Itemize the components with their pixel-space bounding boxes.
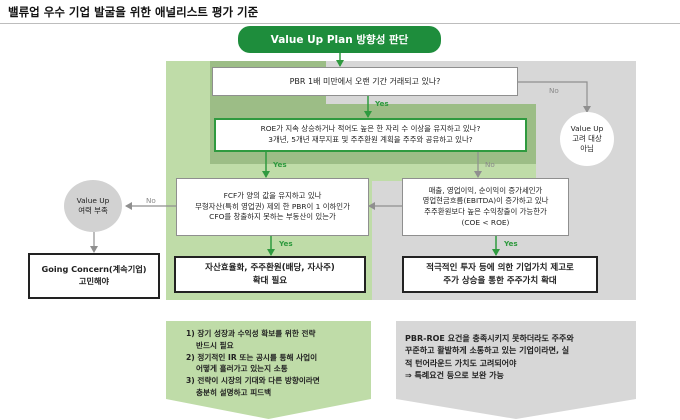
question-fcf-box: FCF가 양의 값을 유지하고 있나 무형자산(특히 영업권) 제외 한 PBR…: [176, 178, 369, 236]
recommendation-item-cont: 어떻게 흘러가고 있는지 소통: [196, 364, 288, 374]
value-up-lacking-circle: Value Up 여력 부족: [64, 180, 122, 232]
recommendation-item: 2) 정기적인 IR 또는 공시를 통해 사업이: [186, 352, 318, 362]
question-pbr-text: PBR 1배 미만에서 오랜 기간 거래되고 있나?: [289, 76, 441, 86]
going-concern-line: Going Concern(계속기업): [41, 264, 147, 275]
result-line: 확대 필요: [252, 275, 288, 286]
question-growth-line: (COE < ROE): [461, 217, 510, 227]
question-growth-line: 주주환원보다 높은 수익창출이 가능한가: [424, 207, 547, 216]
no-label-q2: No: [485, 160, 495, 169]
note-line: 꾸준하고 활발하게 소통하고 있는 기업이라면, 실: [405, 346, 570, 356]
recommendation-item: 3) 전략이 시장의 기대와 다른 방향이라면: [186, 376, 320, 386]
circle-text: 여력 부족: [78, 206, 108, 215]
note-line: PBR-ROE 요건을 충족시키지 못하더라도 주주와: [405, 334, 574, 343]
result-line: 적극적인 투자 등에 의한 기업가치 제고로: [426, 262, 574, 273]
going-concern-box: Going Concern(계속기업) 고민해야: [28, 253, 160, 299]
yes-label-q3: Yes: [279, 239, 293, 248]
going-concern-line: 고민해야: [78, 276, 110, 286]
note-line: ⇒ 특례요건 등으로 보완 가능: [405, 371, 504, 381]
question-pbr-box: PBR 1배 미만에서 오랜 기간 거래되고 있나?: [212, 67, 518, 96]
question-roe-line: ROE가 지속 상승하거나 적어도 높은 한 자리 수 이상을 유지하고 있나?: [260, 124, 481, 134]
circle-text: 고려 대상: [572, 134, 602, 143]
result-asset-efficiency-box: 자산효율화, 주주환원(배당, 자사주) 확대 필요: [174, 256, 366, 293]
not-value-up-circle: Value Up 고려 대상 아님: [560, 112, 614, 166]
bottom-right-pentagon: [396, 321, 636, 419]
title-divider: [0, 23, 680, 24]
result-investment-box: 적극적인 투자 등에 의한 기업가치 제고로 주가 상승을 통한 주주가치 확대: [402, 256, 598, 293]
yes-label-q1: Yes: [375, 99, 389, 108]
circle-text: Value Up: [570, 124, 604, 134]
circle-text: 아님: [580, 143, 594, 153]
question-roe-box: ROE가 지속 상승하거나 적어도 높은 한 자리 수 이상을 유지하고 있나?…: [214, 118, 527, 152]
arrow-q1-no: [518, 81, 591, 113]
question-growth-box: 매출, 영업이익, 순이익이 증가세인가 영업현금흐름(EBITDA)이 증가하…: [402, 178, 569, 236]
diagram-title: 밸류업 우수 기업 발굴을 위한 애널리스트 평가 기준: [8, 5, 259, 19]
result-line: 주가 상승을 통한 주주가치 확대: [443, 275, 557, 286]
circle-text: Value Up: [76, 196, 110, 206]
question-fcf-line: FCF가 양의 값을 유지하고 있나: [223, 190, 322, 200]
no-label-q1: No: [549, 86, 559, 95]
recommendation-item-cont: 반드시 필요: [196, 340, 234, 350]
bottom-right-note: PBR-ROE 요건을 충족시키지 못하더라도 주주와 꾸준하고 활발하게 소통…: [405, 333, 631, 383]
recommendation-item: 1) 장기 성장과 수익성 확보를 위한 전략: [186, 329, 316, 338]
result-line: 자산효율화, 주주환원(배당, 자사주): [205, 262, 335, 273]
note-line: 적 턴어라운드 가치도 고려되어야: [405, 358, 517, 368]
question-fcf-line: CFO를 창출하지 못하는 부동산이 있는가: [209, 212, 336, 222]
no-label-q3: No: [146, 196, 156, 205]
value-up-plan-pill: Value Up Plan 방향성 판단: [238, 26, 441, 53]
recommendation-item-cont: 충분히 설명하고 피드백: [196, 387, 272, 397]
bottom-left-pentagon: [166, 321, 371, 419]
yes-label-q2: Yes: [273, 160, 287, 169]
question-growth-line: 영업현금흐름(EBITDA)이 증가하고 있나: [422, 196, 549, 206]
bottom-left-recommendations: 1) 장기 성장과 수익성 확보를 위한 전략 반드시 필요 2) 정기적인 I…: [186, 328, 366, 399]
question-roe-line: 3개년, 5개년 재무지표 및 주주환원 계획을 주주와 공유하고 있나?: [268, 135, 473, 144]
question-growth-line: 매출, 영업이익, 순이익이 증가세인가: [428, 185, 543, 195]
yes-label-q4: Yes: [504, 239, 518, 248]
question-fcf-line: 무형자산(특히 영업권) 제외 한 PBR이 1 이하인가: [195, 201, 350, 211]
